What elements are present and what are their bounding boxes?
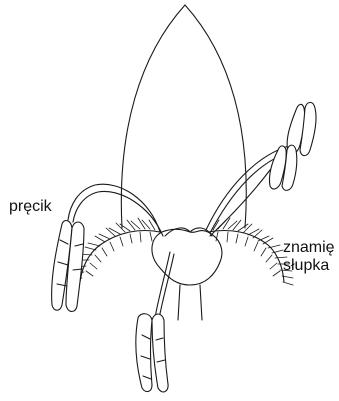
filament-bottom-2 — [159, 254, 174, 319]
stigma-right-hairs — [213, 218, 293, 285]
stigma-label-line1: znamię — [283, 239, 335, 256]
filament-bottom — [155, 252, 170, 318]
stamen-label: pręcik — [9, 198, 52, 215]
anther-left — [52, 221, 84, 312]
stigma-left-hairs — [72, 218, 155, 281]
stigma-label-line2: słupka — [283, 257, 329, 274]
filament-left-2 — [73, 191, 163, 236]
ovary-stalk — [178, 285, 202, 320]
ovary — [152, 229, 222, 285]
anther-bottom — [136, 314, 168, 392]
